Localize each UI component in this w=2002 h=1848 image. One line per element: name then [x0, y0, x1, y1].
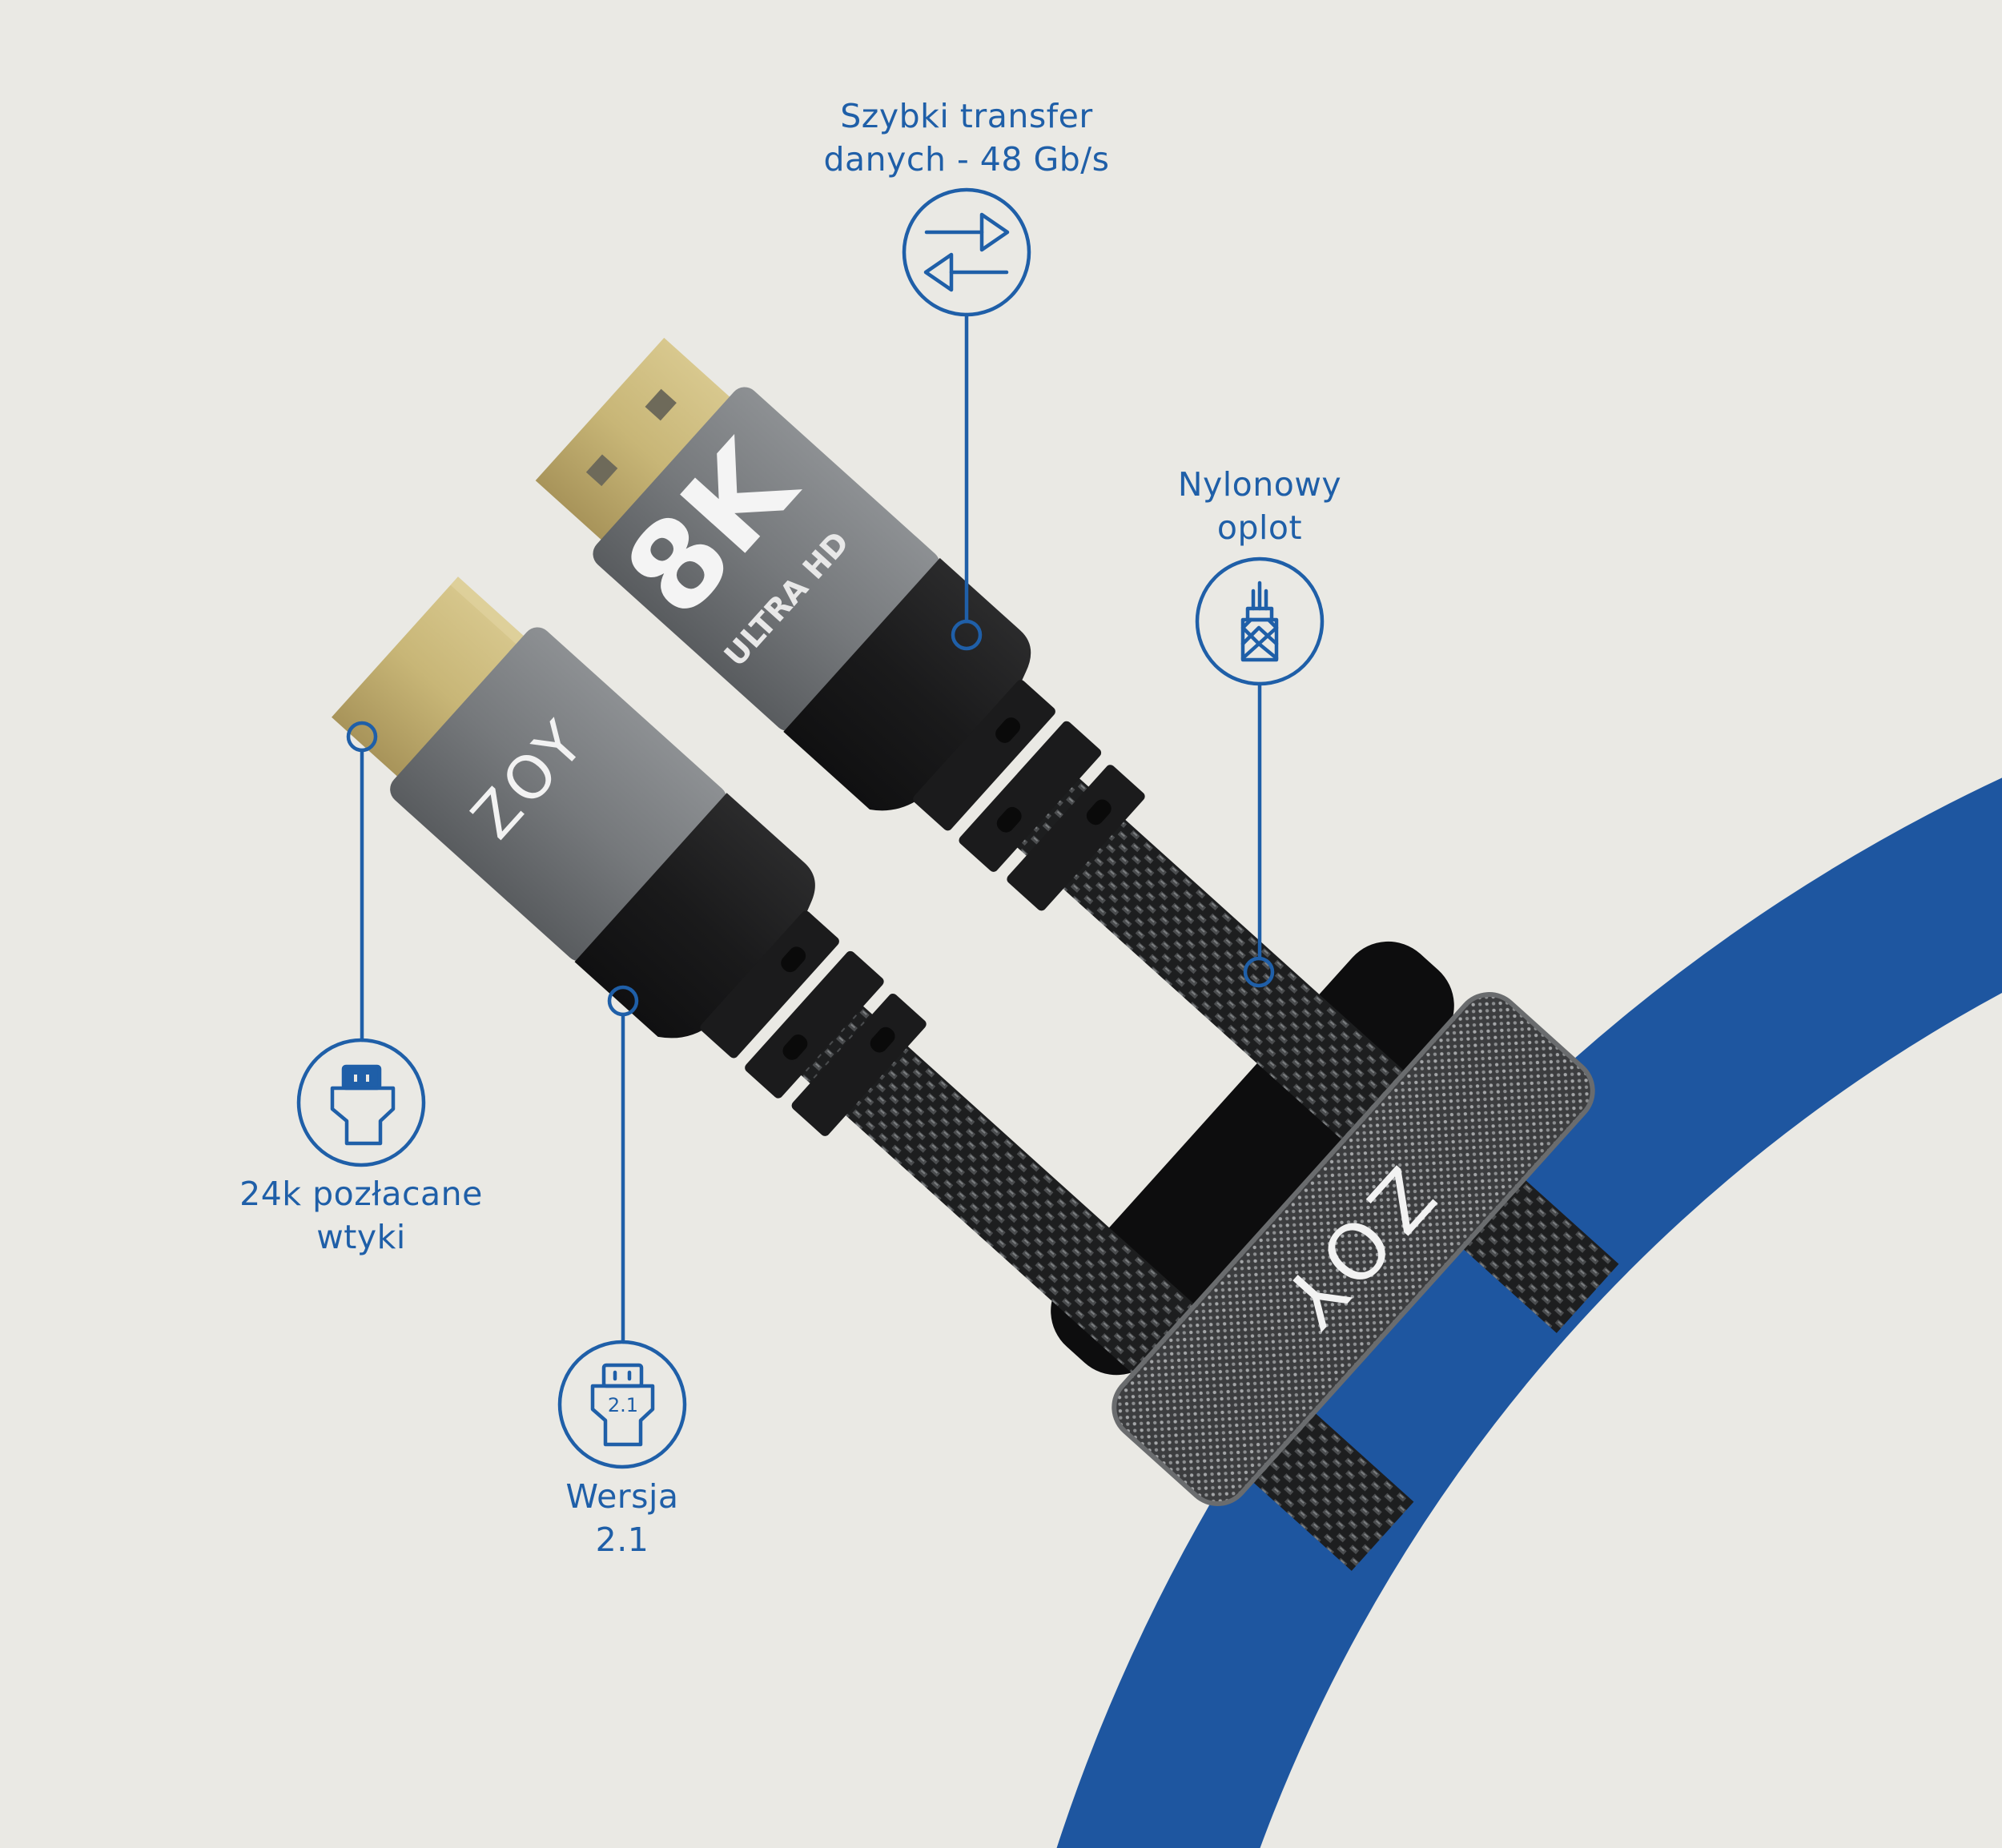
- icon-ring: [902, 187, 1031, 317]
- callout-label-version: Wersja 2.1: [565, 1475, 678, 1561]
- label-line: 24k pozłacane: [239, 1175, 483, 1213]
- callout-label-braid: Nylonowy oplot: [1178, 463, 1341, 549]
- strain-relief-ribs: [913, 680, 1145, 911]
- label-line: Wersja: [565, 1477, 679, 1516]
- label-line: Nylonowy: [1177, 465, 1342, 504]
- label-line: Szybki transfer: [840, 97, 1093, 135]
- callout-transfer: [902, 187, 1031, 651]
- anchor-dot: [346, 721, 378, 753]
- braided-cable-icon: [1240, 581, 1279, 662]
- callout-label-gold: 24k pozłacane wtyki: [239, 1172, 483, 1259]
- metal-housing: [593, 387, 940, 732]
- velcro-strap: ZOY: [1112, 992, 1595, 1506]
- anchor-dot: [607, 985, 639, 1017]
- icon-ring: [557, 1340, 687, 1469]
- callout-label-transfer: Szybki transfer danych - 48 Gb/s: [824, 94, 1110, 181]
- anchor-dot: [1243, 956, 1275, 988]
- bidirectional-arrows-icon: [923, 212, 1010, 292]
- callout-braid: [1195, 556, 1325, 988]
- gold-plug-tip: [332, 576, 533, 785]
- label-line: danych - 48 Gb/s: [823, 140, 1110, 179]
- icon-ring: [1195, 556, 1325, 686]
- gold-plug-tip: [535, 337, 739, 548]
- callout-version: 2.1: [557, 985, 687, 1469]
- callout-gold: [296, 721, 426, 1167]
- strain-relief-ribs: [700, 910, 927, 1136]
- icon-version-text: 2.1: [608, 1394, 638, 1416]
- anchor-dot: [951, 619, 983, 651]
- metal-housing: [390, 627, 727, 962]
- hdmi-plug-version-icon: 2.1: [590, 1363, 655, 1447]
- label-line: wtyki: [316, 1218, 406, 1256]
- hdmi-plug-icon: [330, 1064, 396, 1146]
- label-line: oplot: [1216, 508, 1303, 547]
- label-line: 2.1: [595, 1521, 649, 1559]
- icon-ring: [296, 1038, 426, 1167]
